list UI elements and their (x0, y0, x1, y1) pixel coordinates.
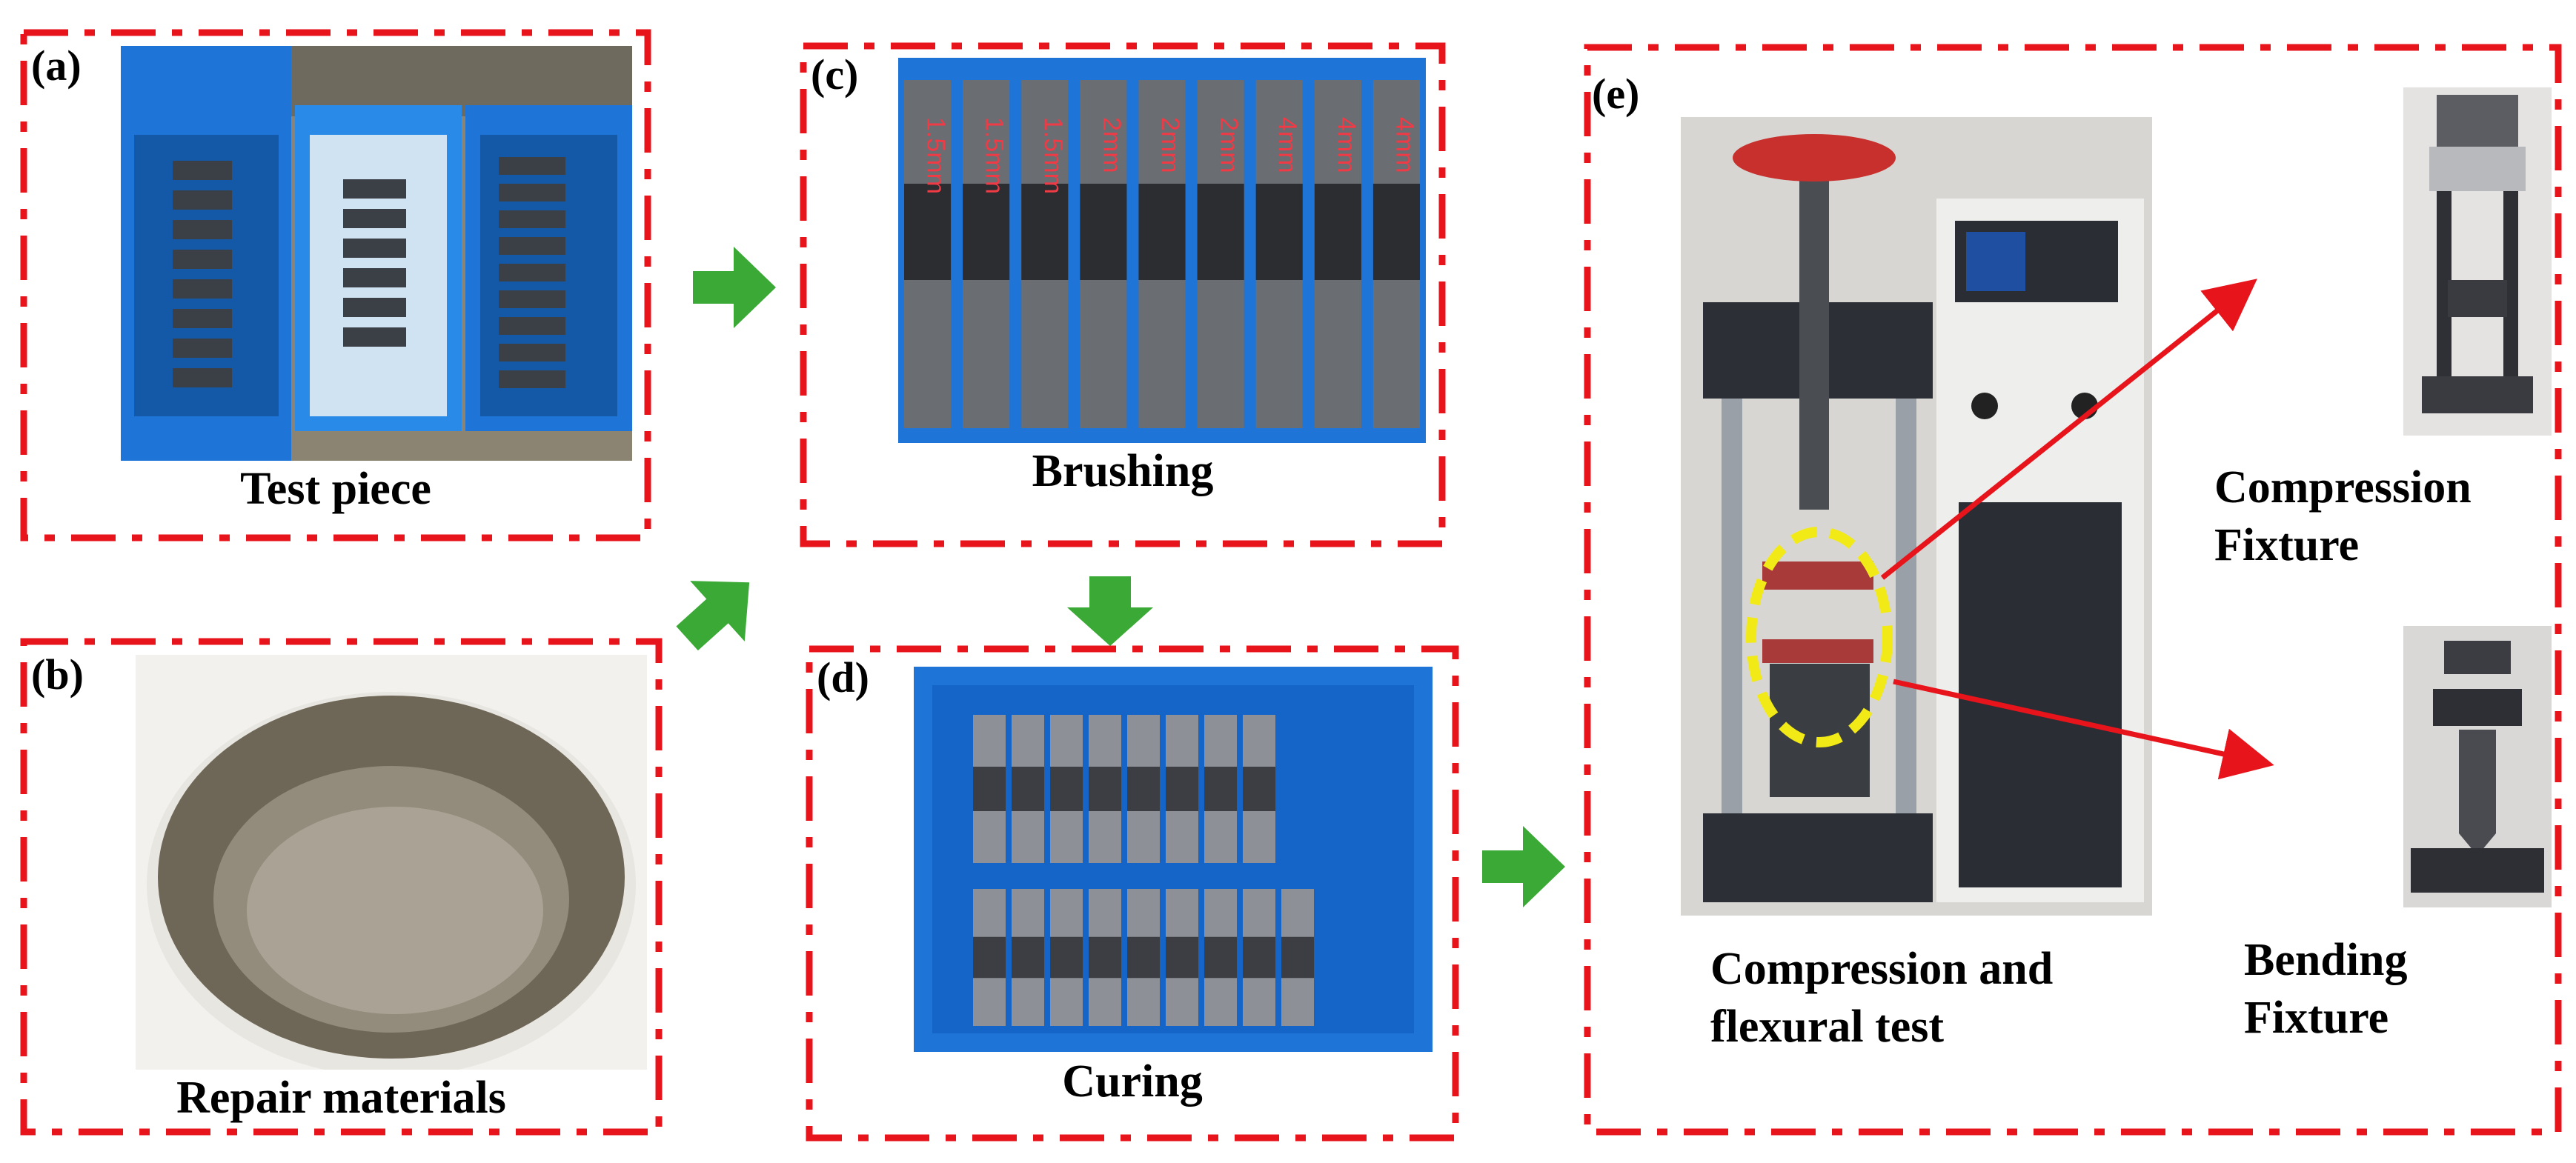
repair-coating (1089, 767, 1121, 811)
panel-a-caption: Test piece (240, 464, 431, 514)
repair-coating (973, 767, 1006, 811)
repair-coating (1243, 936, 1275, 979)
repair-coating (1166, 767, 1198, 811)
panel-e-border (1584, 44, 2562, 1136)
bending-fixture-photo (2403, 626, 2552, 907)
compression-fixture-caption-line2: Fixture (2214, 519, 2360, 570)
panel-d: (d) Curing (806, 645, 1459, 1142)
specimen-thickness-label: 1.5mm (980, 117, 1009, 194)
repair-coating (973, 936, 1006, 979)
testing-machine-photo (1681, 117, 2152, 916)
compression-flexural-caption: Compression and flexural test (1710, 941, 2053, 1056)
specimen-thickness-label: 2mm (1098, 117, 1126, 173)
bending-fixture-caption: Bending Fixture (2244, 932, 2408, 1047)
specimen-thickness-label: 2mm (1156, 117, 1184, 173)
panel-b-letter: (b) (31, 650, 84, 699)
repair-coating (1012, 767, 1044, 811)
repair-coating (1021, 184, 1069, 280)
panel-a: (a) (20, 29, 651, 541)
repair-coating (1204, 767, 1237, 811)
panel-b: (b) Repair materials (20, 638, 663, 1136)
specimen-thickness-label: 1.5mm (922, 117, 950, 194)
panel-c-border (800, 42, 1446, 547)
repair-coating (963, 184, 1010, 280)
panel-d-letter: (d) (817, 653, 869, 702)
compression-fixture-photo (2403, 87, 2552, 436)
panel-c: (c) 1.5mm 1.5mm 1.5mm 2mm 2mm 2mm 4mm 4mm 4mm Br… (800, 42, 1446, 547)
repair-coating (1127, 936, 1160, 979)
test-piece-photo (121, 46, 632, 461)
panel-e: (e) (1584, 44, 2562, 1136)
flow-arrow-icon (1067, 576, 1153, 646)
panel-d-border (806, 645, 1459, 1142)
specimen-thickness-label: 1.5mm (1039, 117, 1067, 194)
curing-photo (914, 667, 1433, 1052)
repair-coating (1050, 936, 1083, 979)
panel-a-letter: (a) (31, 41, 82, 90)
panel-e-letter: (e) (1592, 70, 1640, 118)
specimen-thickness-label: 2mm (1215, 117, 1243, 173)
repair-coating (1050, 767, 1083, 811)
repair-coating (1255, 184, 1303, 280)
repair-coating (1197, 184, 1244, 280)
repair-coating (1314, 184, 1361, 280)
flow-arrow-icon (676, 581, 750, 651)
repair-coating (1012, 936, 1044, 979)
repair-coating (904, 184, 952, 280)
panel-b-border (20, 638, 663, 1136)
flow-arrow-icon (1482, 826, 1565, 907)
repair-coating (1204, 936, 1237, 979)
repair-coating (1166, 936, 1198, 979)
repair-coating (1089, 936, 1121, 979)
repair-coating (1127, 767, 1160, 811)
panel-a-border (20, 29, 651, 541)
repair-coating (1372, 184, 1420, 280)
panel-c-letter: (c) (811, 50, 859, 99)
brushing-photo: 1.5mm 1.5mm 1.5mm 2mm 2mm 2mm 4mm 4mm 4mm (898, 58, 1426, 443)
panel-d-caption: Curing (1062, 1056, 1203, 1107)
flow-arrow-icon (693, 247, 776, 328)
bending-fixture-caption-line1: Bending (2244, 935, 2408, 985)
repair-coating (1080, 184, 1127, 280)
repair-coating (1138, 184, 1186, 280)
repair-materials-photo (136, 655, 647, 1070)
panel-b-caption: Repair materials (176, 1073, 506, 1123)
repair-coating (1243, 767, 1275, 811)
compression-fixture-caption-line1: Compression (2214, 462, 2472, 513)
repair-coating (1281, 936, 1314, 979)
compression-flexural-caption-line2: flexural test (1710, 1001, 1945, 1052)
specimen-thickness-label: 4mm (1273, 117, 1301, 173)
panel-c-caption: Brushing (1032, 446, 1214, 496)
specimen-thickness-label: 4mm (1390, 117, 1418, 173)
compression-flexural-caption-line1: Compression and (1710, 944, 2054, 994)
bending-fixture-caption-line2: Fixture (2244, 992, 2389, 1043)
specimen-thickness-label: 4mm (1332, 117, 1360, 173)
compression-fixture-caption: Compression Fixture (2214, 459, 2472, 574)
